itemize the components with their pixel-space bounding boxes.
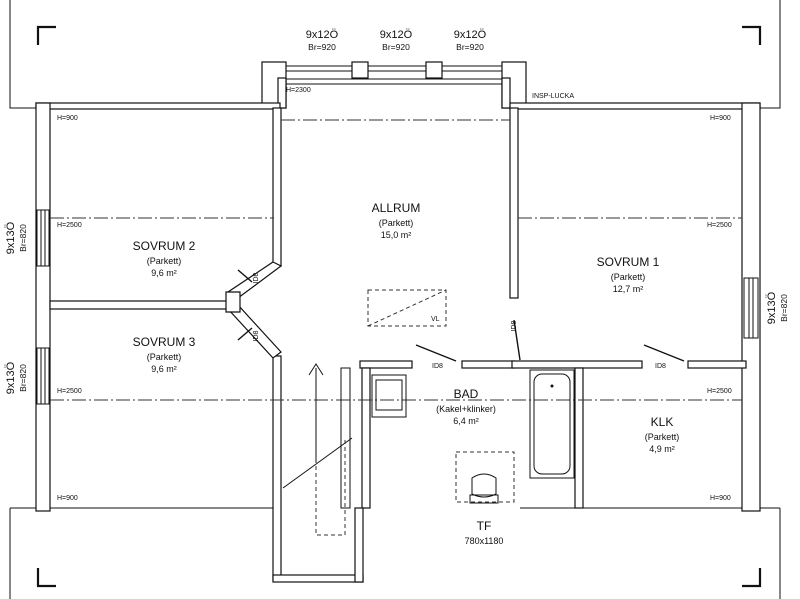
right-window-label: 9x13Ö Br=820	[766, 291, 789, 324]
insp-lucka-label: INSP-LUCKA	[532, 93, 574, 100]
room-sovrum2-area: 9,6 m²	[151, 268, 177, 278]
room-sovrum2: SOVRUM 2 (Parkett) 9,6 m²	[133, 239, 196, 278]
walls	[35, 61, 761, 583]
corner-marks	[36, 25, 762, 588]
left-window-1-size: 9x13Ö	[5, 221, 17, 254]
top-window-3-size: 9x12Ö	[454, 29, 487, 41]
room-bad-floor: (Kakel+klinker)	[436, 404, 496, 414]
left-window-1-br: Br=820	[18, 224, 28, 252]
top-window-2-br: Br=920	[382, 42, 410, 52]
room-sovrum1-name: SOVRUM 1	[597, 255, 660, 269]
room-allrum-floor: (Parkett)	[379, 218, 414, 228]
room-klk-area: 4,9 m²	[649, 444, 675, 454]
room-sovrum3-area: 9,6 m²	[151, 364, 177, 374]
vl-label: VL	[431, 316, 440, 323]
door-label-bad: ID8	[432, 363, 443, 370]
left-window-2-br: Br=820	[18, 364, 28, 392]
room-bad-area: 6,4 m²	[453, 416, 479, 426]
right-window-size: 9x13Ö	[766, 291, 778, 324]
room-allrum: ALLRUM (Parkett) 15,0 m²	[372, 201, 421, 240]
left-window-labels: 9x13Ö Br=820 9x13Ö Br=820	[5, 221, 28, 394]
room-sovrum2-floor: (Parkett)	[147, 256, 182, 266]
room-bad: BAD (Kakel+klinker) 6,4 m²	[436, 387, 496, 426]
room-sovrum1-area: 12,7 m²	[613, 284, 644, 294]
height-lines	[50, 119, 742, 401]
door-label-sovrum2: ID8	[253, 272, 260, 283]
room-klk-name: KLK	[651, 415, 674, 429]
door-label-allrum: ID8	[511, 320, 518, 331]
h2500-sovrum3: H=2500	[57, 388, 82, 395]
door-labels: ID8 ID8 ID8 ID8 ID8	[253, 272, 666, 370]
room-sovrum1: SOVRUM 1 (Parkett) 12,7 m²	[597, 255, 660, 294]
room-sovrum3-name: SOVRUM 3	[133, 335, 196, 349]
room-klk-floor: (Parkett)	[645, 432, 680, 442]
room-bad-name: BAD	[454, 387, 479, 401]
left-window-2-size: 9x13Ö	[5, 361, 17, 394]
doors	[237, 269, 685, 362]
door-label-sovrum1: ID8	[655, 363, 666, 370]
h900-sovrum3: H=900	[57, 495, 78, 502]
top-window-1-br: Br=920	[308, 42, 336, 52]
top-window-3-br: Br=920	[456, 42, 484, 52]
h2500-klk: H=2500	[707, 388, 732, 395]
room-allrum-area: 15,0 m²	[381, 230, 412, 240]
h900-sovrum2: H=900	[57, 115, 78, 122]
room-allrum-name: ALLRUM	[372, 201, 421, 215]
height-annotations: H=900 H=900 H=2500 H=2500 H=2500 H=2500 …	[57, 87, 732, 502]
room-sovrum2-name: SOVRUM 2	[133, 239, 196, 253]
bathroom-fixtures	[371, 369, 575, 504]
insp-hatch	[367, 289, 447, 327]
stair	[282, 363, 353, 536]
top-window-2-size: 9x12Ö	[380, 29, 413, 41]
room-klk: KLK (Parkett) 4,9 m²	[645, 415, 680, 454]
tf-size: 780x1180	[465, 536, 504, 546]
roof-outline	[9, 0, 781, 599]
window-openings	[36, 209, 759, 405]
door-label-sovrum3: ID8	[253, 330, 260, 341]
tf-label: TF 780x1180	[465, 519, 504, 546]
room-sovrum3-floor: (Parkett)	[147, 352, 182, 362]
top-window-labels: 9x12Ö Br=920 9x12Ö Br=920 9x12Ö Br=920	[306, 29, 487, 52]
corridor-walls	[225, 261, 283, 359]
right-window-br: Br=820	[779, 294, 789, 322]
room-sovrum1-floor: (Parkett)	[611, 272, 646, 282]
h2300-allrum: H=2300	[286, 87, 311, 94]
h900-sovrum1: H=900	[710, 115, 731, 122]
tf-name: TF	[477, 519, 492, 533]
h2500-sovrum2: H=2500	[57, 222, 82, 229]
h900-klk: H=900	[710, 495, 731, 502]
room-sovrum3: SOVRUM 3 (Parkett) 9,6 m²	[133, 335, 196, 374]
top-window-1-size: 9x12Ö	[306, 29, 339, 41]
h2500-sovrum1: H=2500	[707, 222, 732, 229]
